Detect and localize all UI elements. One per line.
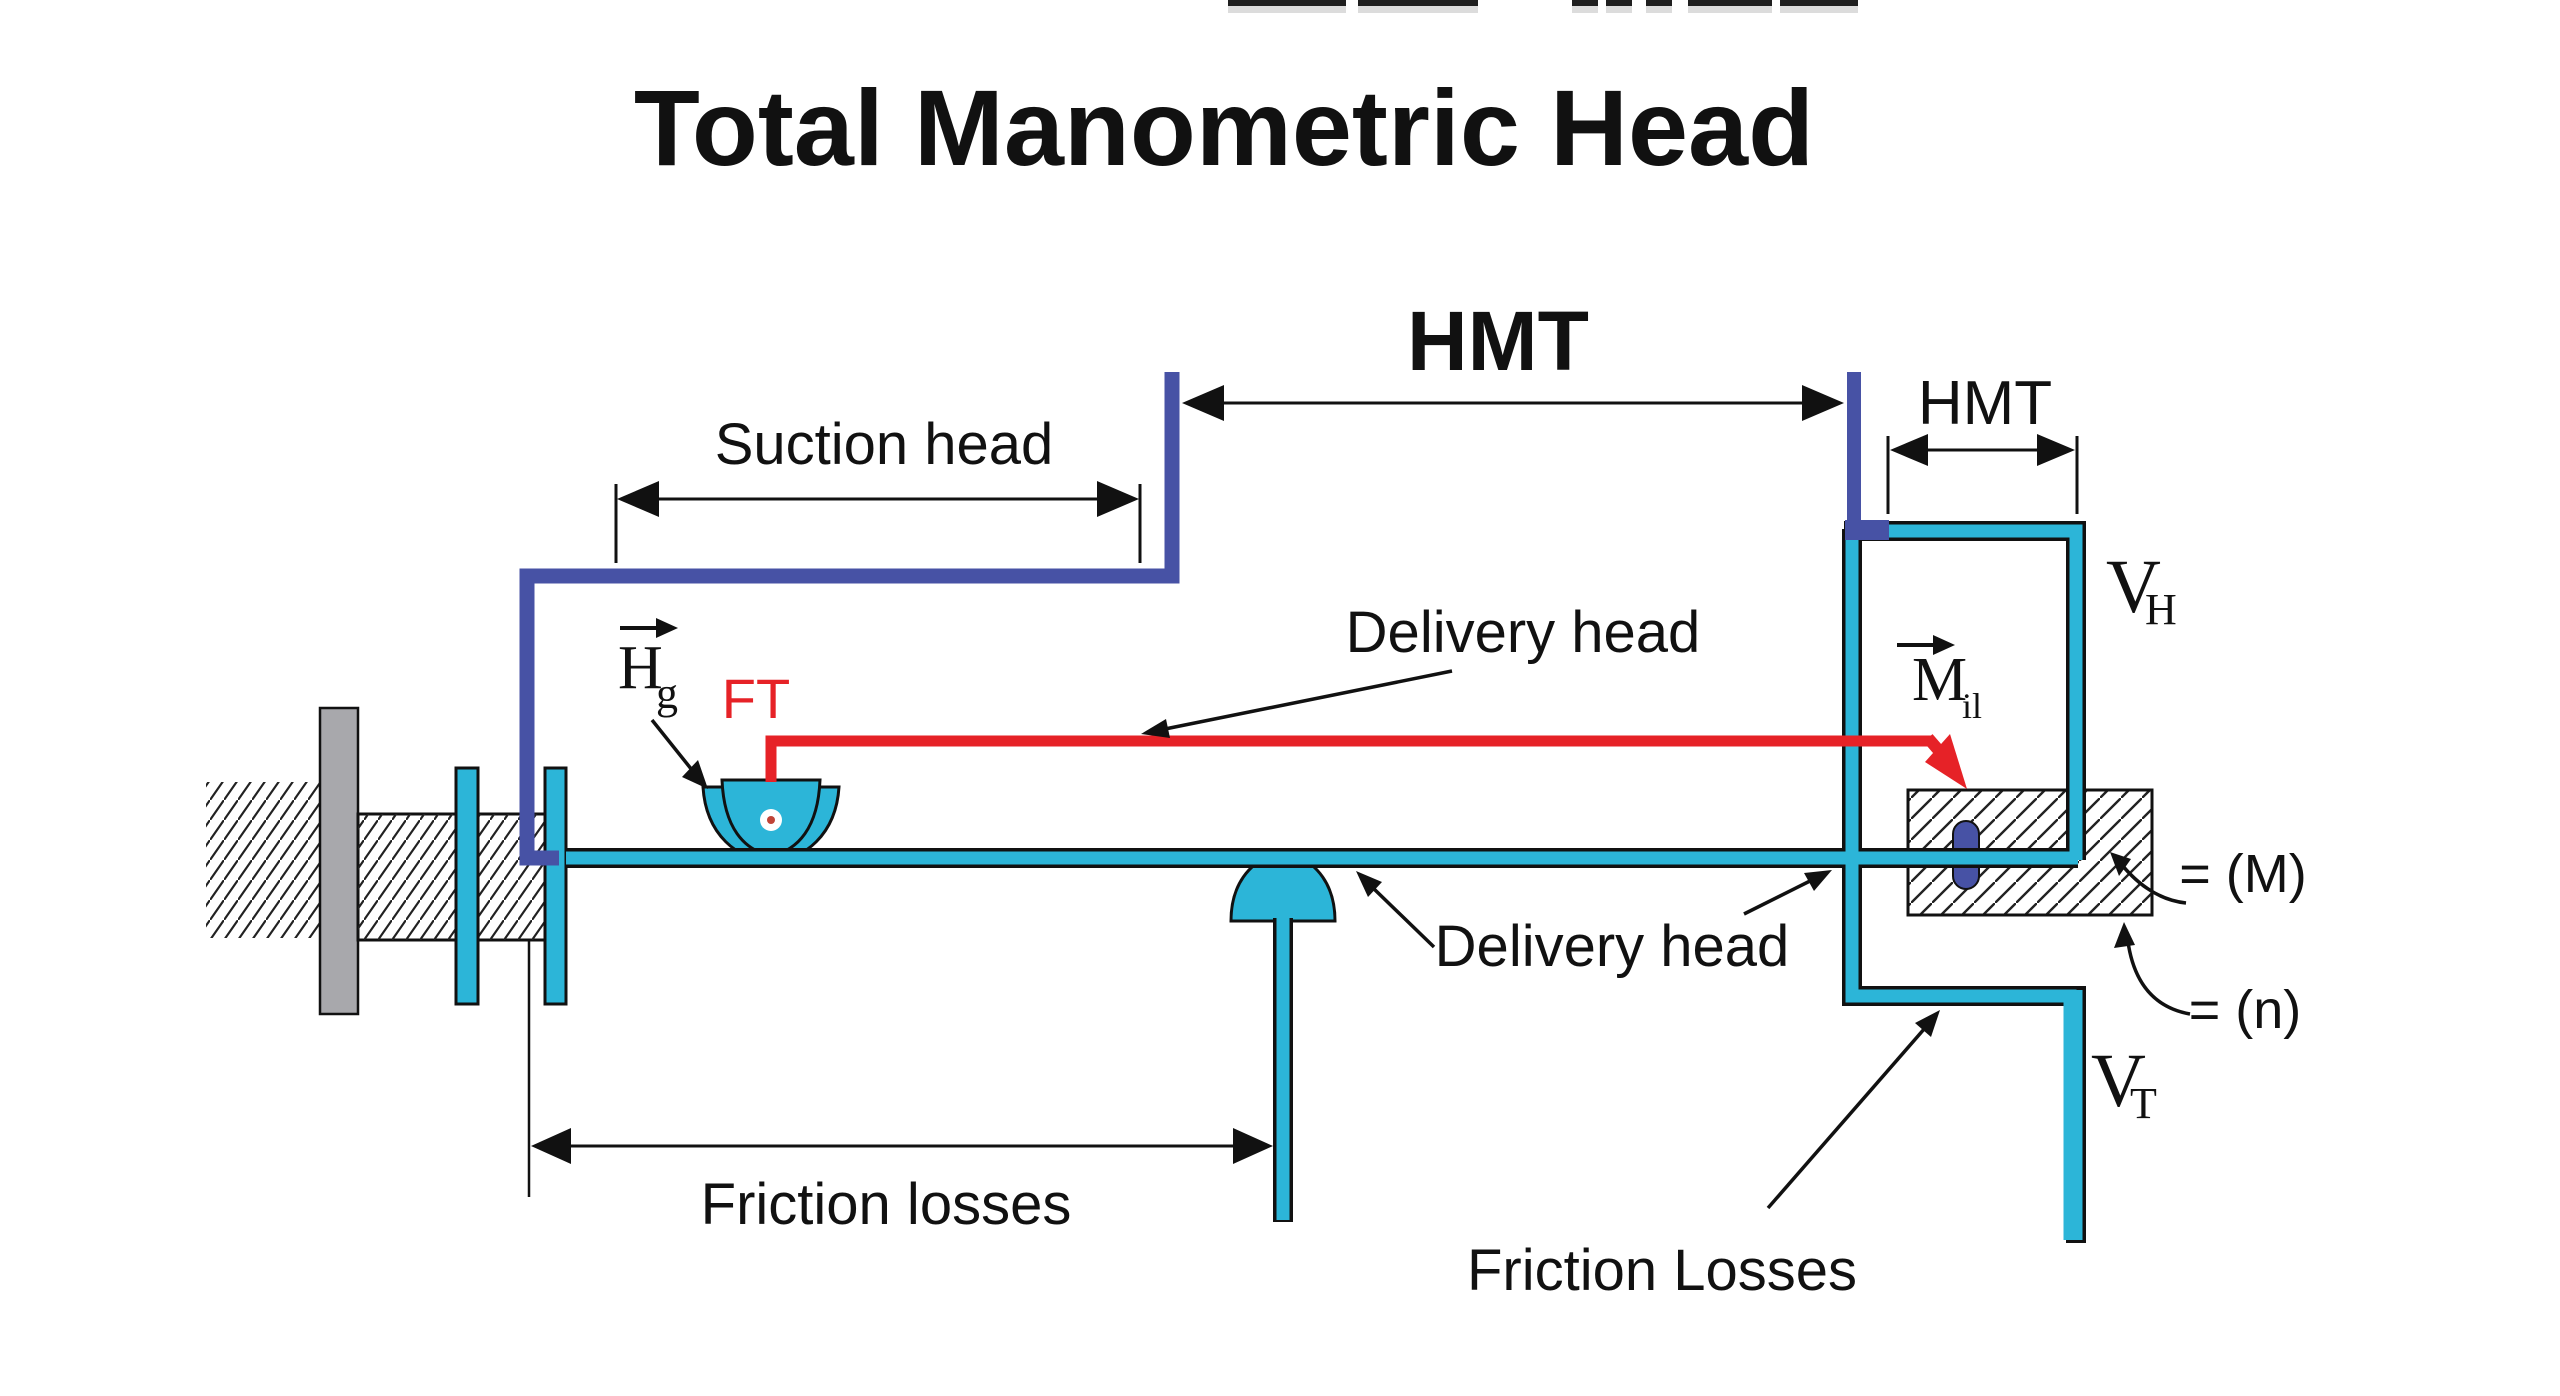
hmt-right-dimension-arrow (1886, 434, 2079, 514)
suction-head-dimension-arrow (614, 481, 1142, 563)
vh-label: V (2106, 545, 2161, 629)
wall-post (318, 706, 360, 1016)
m-subscript: il (1962, 686, 1982, 726)
pipes (566, 524, 2083, 1240)
hg-subscript: g (656, 669, 678, 718)
eq-m-arrowhead (2110, 852, 2131, 876)
hmt-right-label: HMT (1918, 369, 2052, 438)
hmt-dimension-arrow (1182, 385, 1844, 421)
delivery-head-upper-label: Delivery head (1346, 600, 1701, 665)
pump (701, 778, 841, 864)
wall-hatch (206, 782, 322, 938)
delivery-lower-left-arrowhead (1356, 871, 1382, 897)
delivery-upper-arrowhead (1141, 719, 1170, 738)
vt-label: V (2091, 1039, 2146, 1123)
flange-right (543, 766, 568, 1006)
hg-leader-arrowhead (682, 760, 708, 789)
riser-and-drain-pipe (1845, 526, 2083, 1240)
vh-subscript: H (2145, 585, 2177, 634)
hmt-main-label: HMT (1407, 294, 1589, 388)
gauge-loop-pipe (1846, 524, 2083, 860)
eq-n-label: = (n) (2189, 980, 2302, 1040)
friction-losses-right-label: Friction Losses (1467, 1238, 1857, 1303)
delivery-head-lower-label: Delivery head (1435, 914, 1790, 979)
hg-label: H (618, 634, 663, 702)
flange-left (454, 766, 480, 1006)
red-arrowhead (1925, 734, 1967, 789)
leader-arrows (650, 669, 2191, 1210)
page-title: Total Manometric Head (634, 67, 1814, 188)
friction-losses-left-label: Friction losses (701, 1172, 1072, 1237)
m-vector-arrow (1933, 635, 1955, 655)
vector-arrows (620, 618, 1955, 655)
m-label: M (1912, 646, 1967, 714)
friction-losses-dimension-arrow (531, 1128, 1273, 1164)
eq-m-label: = (M) (2179, 844, 2307, 904)
eq-n-arrowhead (2114, 922, 2135, 948)
ft-red-line (765, 734, 1967, 789)
friction-right-arrowhead (1915, 1010, 1940, 1037)
ft-label: FT (722, 667, 790, 730)
hg-vector-arrow (656, 618, 678, 638)
suction-head-label: Suction head (715, 412, 1054, 477)
vt-subscript: T (2130, 1079, 2157, 1128)
cropped-text-fragment (1228, 0, 1858, 13)
delivery-lower-right-arrowhead (1804, 870, 1832, 891)
riser-junction-cap (1845, 520, 1889, 540)
suction-pipe (519, 372, 1180, 866)
